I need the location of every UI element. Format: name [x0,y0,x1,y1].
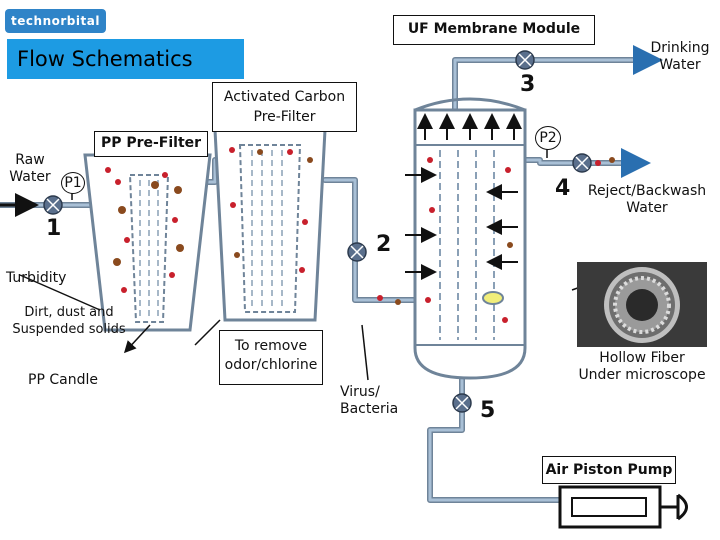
turbidity-label: Turbidity [6,270,67,286]
company-logo: technorbital [5,9,106,33]
uf-membrane-module-label: UF Membrane Module [393,15,595,45]
reject-backwash-label: Reject/Backwash Water [587,183,707,216]
hollow-fiber-label: Hollow Fiber Under microscope [578,350,706,383]
hollow-fiber-image [577,262,707,347]
odor-chlorine-label: To remove odor/chlorine [219,330,323,385]
activated-carbon-label: Activated Carbon Pre-Filter [212,82,357,132]
pressure-gauge-p2: P2 [535,126,561,150]
pp-candle-label: PP Candle [28,372,98,388]
contaminant-particles [105,147,615,323]
dirt-dust-label: Dirt, dust and Suspended solids [12,305,126,337]
drinking-water-label: Drinking Water [650,40,710,73]
valve-1[interactable] [43,195,63,215]
page-title: Flow Schematics [7,39,244,79]
valve-3-number: 3 [520,72,536,97]
valve-4-number: 4 [555,176,571,201]
valve-4[interactable] [572,153,592,173]
pp-prefilter-label: PP Pre-Filter [94,131,208,157]
pressure-gauge-p1: P1 [61,172,85,194]
valve-2-number: 2 [376,232,392,257]
valve-3[interactable] [515,50,535,70]
air-piston-pump[interactable] [558,485,688,529]
virus-bacteria-label: Virus/ Bacteria [340,384,399,417]
carbon-prefilter-vessel [213,128,327,322]
valve-5-number: 5 [480,398,496,423]
valve-2[interactable] [347,242,367,262]
valve-5[interactable] [452,393,472,413]
uf-membrane-module-vessel [405,97,527,380]
valve-1-number: 1 [46,216,62,241]
air-piston-pump-label: Air Piston Pump [542,456,676,484]
raw-water-label: Raw Water [9,152,51,185]
pp-prefilter-vessel [83,153,212,332]
